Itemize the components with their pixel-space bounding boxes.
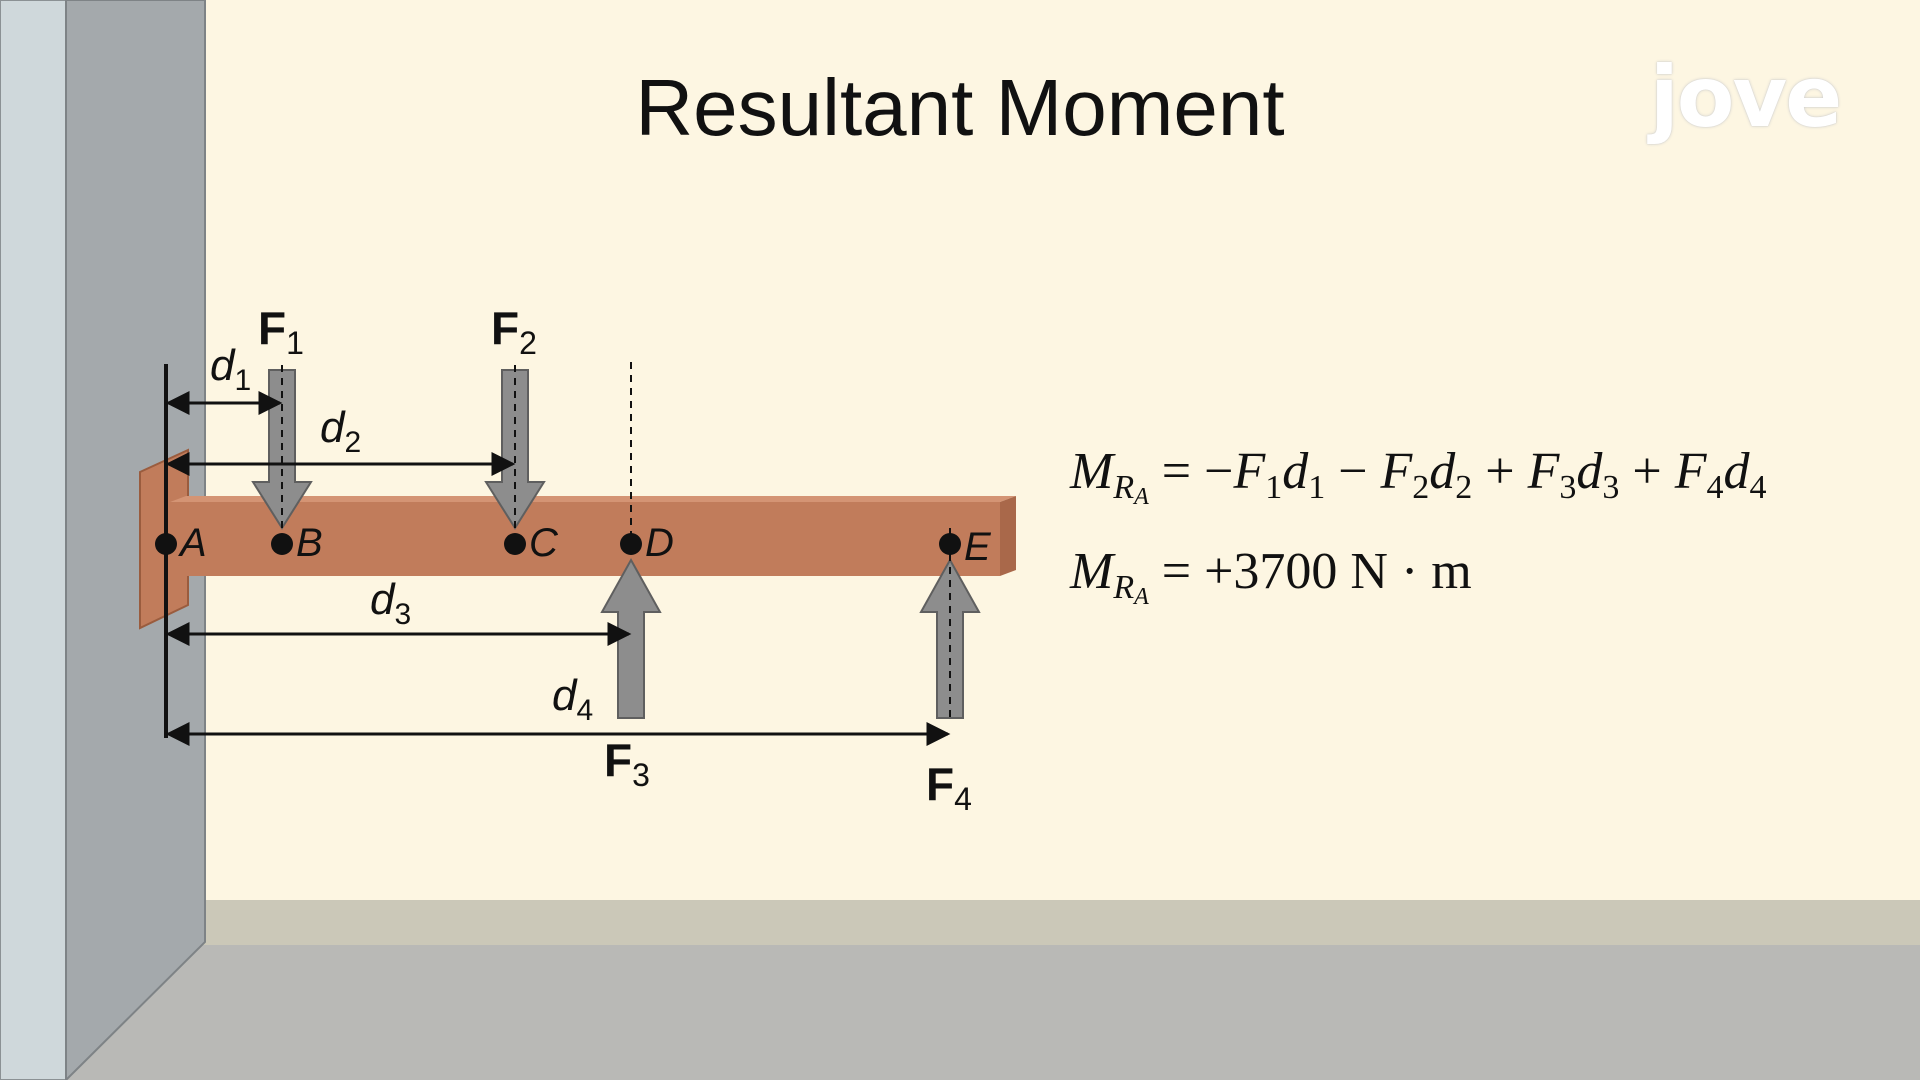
- wall-front: [65, 0, 206, 1080]
- label-f4: F4: [926, 758, 972, 817]
- moment-result: MRA = +3700 N · m: [1070, 543, 1472, 610]
- point-e: [939, 533, 961, 555]
- label-f3: F3: [604, 734, 650, 793]
- label-d3: d3: [370, 575, 411, 631]
- beam-top: [170, 496, 1016, 502]
- wall-side: [0, 0, 67, 1080]
- label-f2: F2: [491, 302, 537, 361]
- point-c: [504, 533, 526, 555]
- label-e: E: [964, 525, 992, 569]
- label-f1: F1: [258, 302, 304, 361]
- point-a: [155, 533, 177, 555]
- arrow-f3: [600, 557, 662, 719]
- beam-end: [1000, 496, 1016, 576]
- label-d2: d2: [320, 403, 361, 459]
- label-b: B: [296, 521, 323, 565]
- label-c: C: [529, 521, 559, 565]
- arrow-f4: [919, 528, 981, 720]
- label-a: A: [178, 521, 207, 565]
- label-d4: d4: [552, 671, 593, 727]
- point-d: [620, 533, 642, 555]
- beam: [170, 502, 1000, 576]
- jove-logo: jove: [1650, 48, 1842, 146]
- label-d: D: [645, 521, 674, 565]
- floor: [0, 945, 1920, 1080]
- moment-equation: MRA = −F1d1 − F2d2 + F3d3 + F4d4: [1070, 443, 1767, 510]
- point-b: [271, 533, 293, 555]
- slide-title: Resultant Moment: [635, 63, 1285, 152]
- label-d1: d1: [210, 341, 251, 397]
